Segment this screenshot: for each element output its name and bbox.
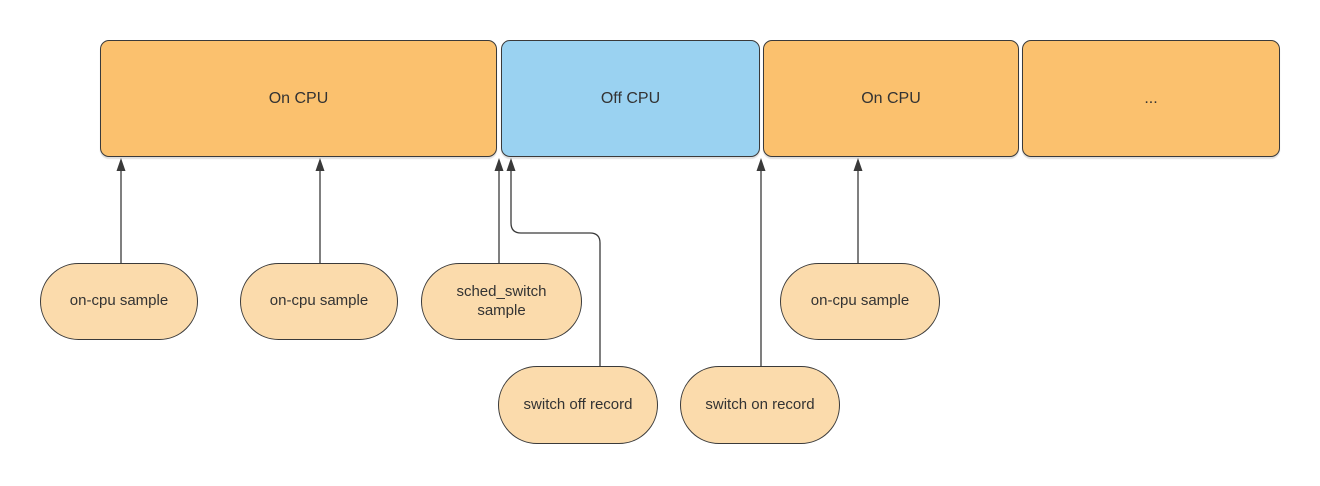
timeline-block-on-cpu-2: On CPU xyxy=(763,40,1019,157)
timeline-block-label: ... xyxy=(1144,89,1158,107)
callout-on-cpu-sample-1: on-cpu sample xyxy=(40,263,198,340)
callout-on-cpu-sample-2: on-cpu sample xyxy=(240,263,398,340)
callout-label: on-cpu sample xyxy=(269,292,369,310)
arrowhead-sched-switch-sample xyxy=(494,158,504,171)
timeline-block-label: Off CPU xyxy=(600,89,661,107)
callout-label: sched_switch sample xyxy=(456,282,547,319)
timeline-block-label: On CPU xyxy=(268,89,329,107)
timeline-block-label: On CPU xyxy=(861,89,921,107)
callout-on-cpu-sample-3: on-cpu sample xyxy=(780,263,940,340)
arrowhead-switch-on-record xyxy=(756,158,766,171)
callout-sched-switch-sample: sched_switch sample xyxy=(421,263,582,340)
arrowhead-switch-off-record xyxy=(506,158,516,171)
arrowhead-on-cpu-sample-1 xyxy=(116,158,126,171)
callout-label: on-cpu sample xyxy=(810,292,910,310)
callout-switch-on-record: switch on record xyxy=(680,366,840,444)
callout-label: switch on record xyxy=(705,395,815,413)
callout-label: on-cpu sample xyxy=(69,292,169,310)
arrowhead-on-cpu-sample-3 xyxy=(853,158,863,171)
callout-switch-off-record: switch off record xyxy=(498,366,658,444)
arrowhead-on-cpu-sample-2 xyxy=(315,158,325,171)
callout-label: switch off record xyxy=(523,395,633,413)
timeline-block-off-cpu: Off CPU xyxy=(501,40,760,157)
timeline-block-on-cpu-1: On CPU xyxy=(100,40,497,157)
timeline-block-ellipsis: ... xyxy=(1022,40,1280,157)
